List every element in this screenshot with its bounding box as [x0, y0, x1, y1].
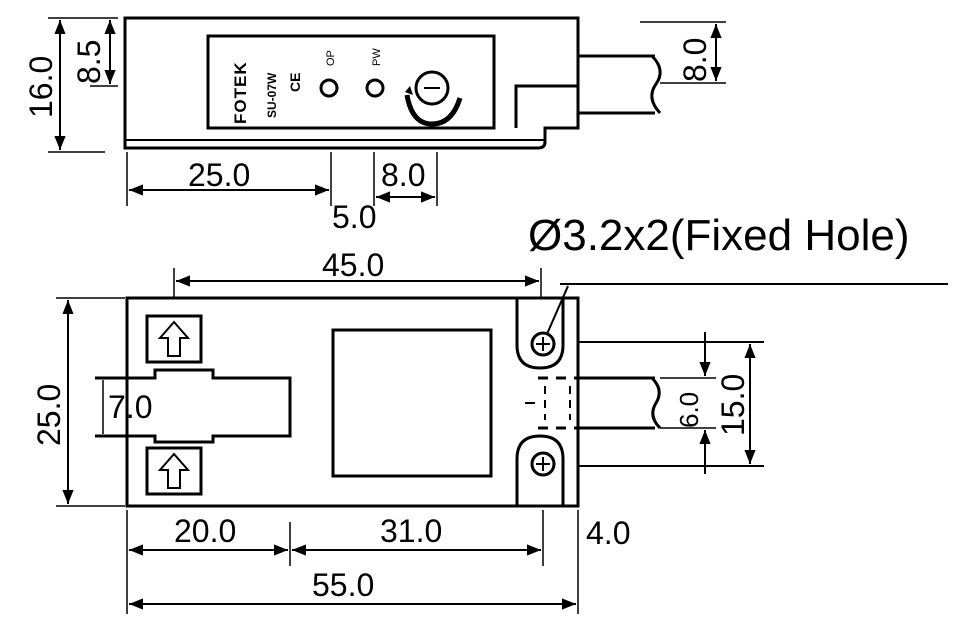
front-view: Ø3.2x2(Fixed Hole) 45.0 — [31, 211, 948, 614]
model-label: SU-07W — [265, 72, 279, 118]
dim-mount-span: 15.0 — [715, 374, 751, 436]
label-panel — [206, 34, 496, 130]
fiber-slot — [95, 368, 292, 444]
dim-led-pitch: 8.0 — [381, 157, 425, 193]
dim-top-left: 25.0 — [188, 157, 250, 193]
cable-exit-step — [514, 84, 578, 128]
dim-top-offset: 8.5 — [71, 40, 107, 84]
op-led-icon — [319, 78, 339, 98]
pw-led-label: PW — [371, 48, 383, 66]
mount-tab-bottom — [515, 434, 565, 506]
fixed-hole-callout: Ø3.2x2(Fixed Hole) — [528, 211, 909, 260]
pw-led-icon — [365, 78, 385, 98]
fixed-hole-bottom-icon — [530, 451, 556, 477]
dim-fiber: 7.0 — [108, 389, 152, 425]
op-led-label: OP — [325, 50, 337, 66]
dim-front-mid: 31.0 — [380, 513, 442, 549]
fiber-lock-arrow-up-icon — [145, 314, 203, 364]
top-view: FOTEK SU-07W CE OP PW 16.0 8.5 — [23, 16, 726, 235]
fixed-hole-top-icon — [530, 331, 556, 357]
callout-leader — [546, 285, 569, 335]
sensitivity-knob-icon — [404, 70, 463, 127]
top-cable — [578, 54, 662, 115]
dim-top-height: 16.0 — [23, 56, 59, 118]
top-body-outline — [123, 16, 580, 150]
dim-front-total: 55.0 — [312, 567, 374, 603]
brand-logo: FOTEK — [231, 61, 250, 124]
dim-gap: 5.0 — [332, 199, 376, 235]
front-body-outline — [125, 296, 580, 508]
dim-cable-width: 6.0 — [674, 392, 704, 428]
dim-front-left: 20.0 — [174, 513, 236, 549]
dim-hole-span: 45.0 — [322, 247, 384, 283]
mount-tab-top — [515, 298, 565, 370]
fiber-lock-arrow-down-icon — [145, 446, 203, 496]
display-window — [331, 328, 493, 478]
ce-mark: CE — [287, 73, 303, 92]
dim-front-height: 25.0 — [31, 384, 67, 446]
front-cable — [525, 341, 764, 467]
dim-edge: 4.0 — [586, 515, 630, 551]
dim-cable-right: 8.0 — [677, 38, 713, 82]
